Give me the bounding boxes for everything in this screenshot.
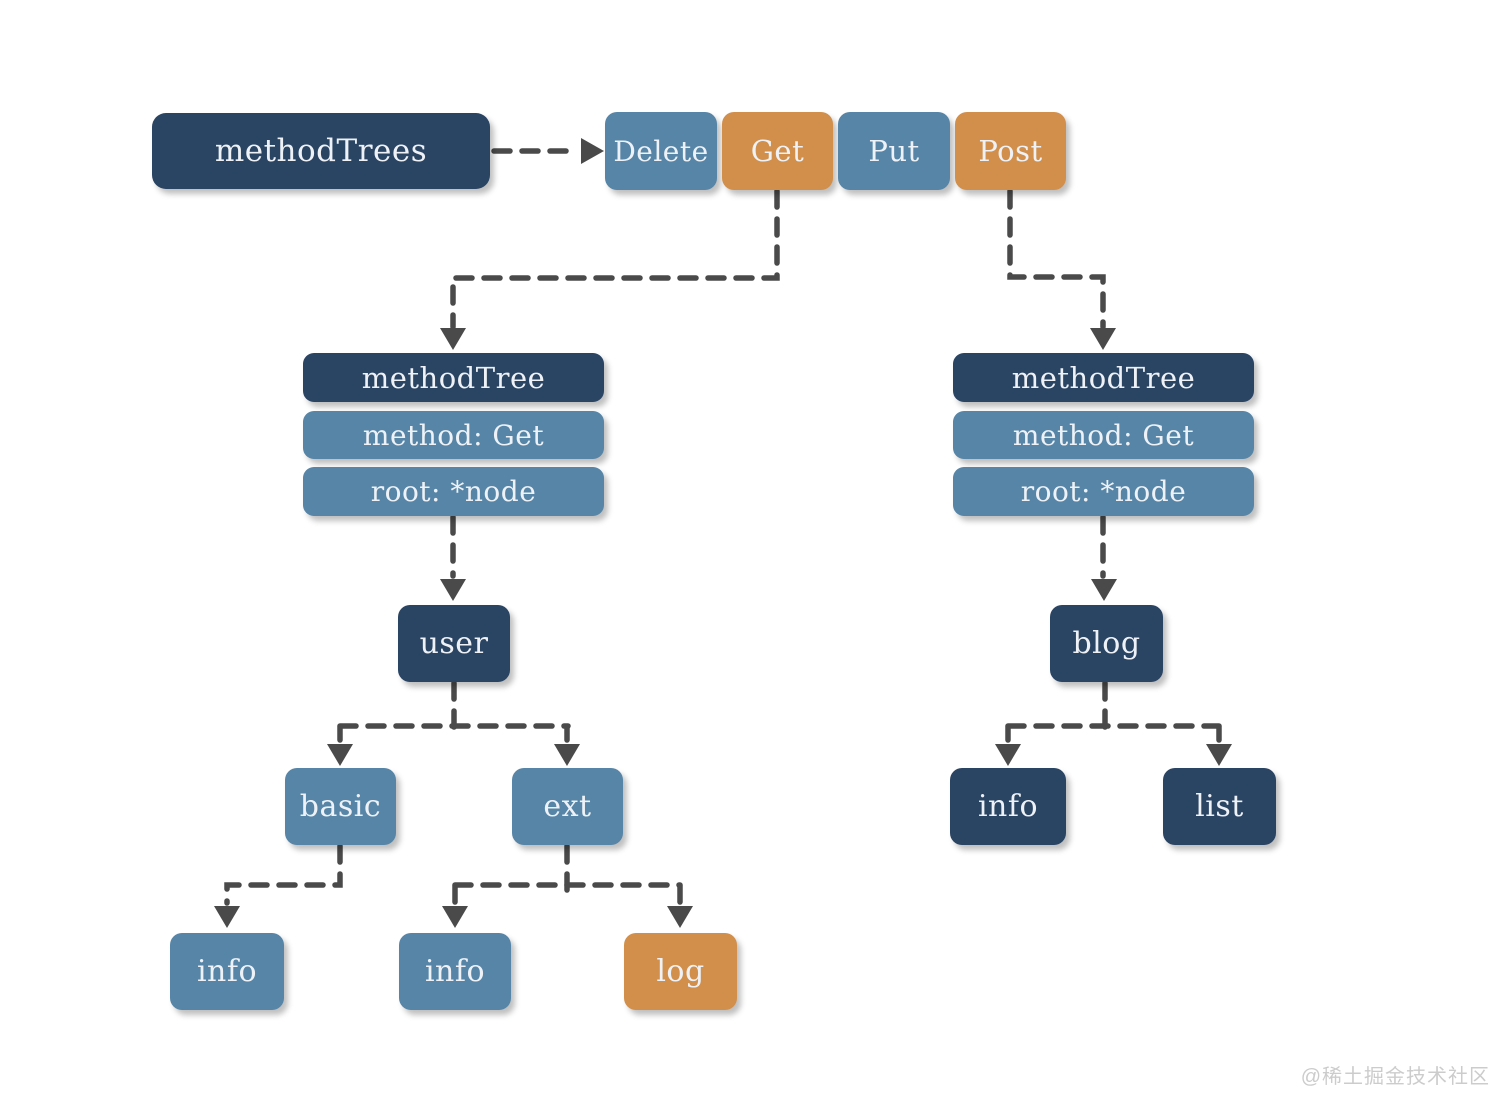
node-user: user: [398, 605, 510, 682]
node-ext: ext: [512, 768, 623, 845]
node-right-tree-method: method: Get: [953, 411, 1254, 459]
edge-get-to-left-tree: [450, 188, 780, 330]
arrowhead-blog-info: [995, 744, 1021, 766]
node-left-tree-method: method: Get: [303, 411, 604, 459]
node-ext-info: info: [399, 933, 511, 1010]
arrowhead-methods: [581, 138, 604, 164]
juejin-watermark: @稀土掘金技术社区: [1300, 1066, 1490, 1088]
arrowhead-left-tree: [440, 328, 466, 350]
node-blog: blog: [1050, 605, 1163, 682]
arrowhead-list: [1206, 744, 1232, 766]
arrowhead-basic: [327, 744, 353, 766]
node-method-put: Put: [838, 112, 950, 190]
node-method-delete: Delete: [605, 112, 717, 190]
arrowhead-user: [440, 579, 466, 601]
node-blog-info: info: [950, 768, 1066, 845]
node-left-tree-header: methodTree: [303, 353, 604, 402]
arrowhead-basic-info: [214, 906, 240, 928]
edge-post-to-right-tree: [1007, 188, 1106, 330]
node-basic-info: info: [170, 933, 284, 1010]
arrowhead-log: [667, 906, 693, 928]
arrowhead-right-tree: [1090, 328, 1116, 350]
node-blog-list: list: [1163, 768, 1276, 845]
arrowhead-ext-info: [442, 906, 468, 928]
arrowhead-blog: [1091, 579, 1117, 601]
node-basic: basic: [285, 768, 396, 845]
node-right-tree-root: root: *node: [953, 467, 1254, 516]
node-left-tree-root: root: *node: [303, 467, 604, 516]
arrowhead-ext: [554, 744, 580, 766]
node-method-trees: methodTrees: [152, 113, 490, 189]
node-method-post: Post: [955, 112, 1066, 190]
node-method-get: Get: [722, 112, 833, 190]
node-right-tree-header: methodTree: [953, 353, 1254, 402]
edge-basic-to-info: [224, 843, 343, 906]
node-ext-log: log: [624, 933, 737, 1010]
